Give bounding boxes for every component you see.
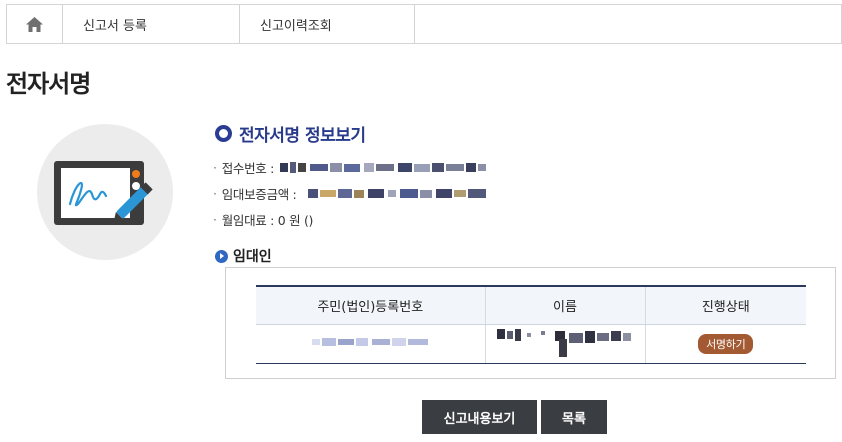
lessor-section-title: 임대인 (215, 246, 272, 266)
breadcrumb-label: 신고서 등록 (83, 18, 147, 34)
lessor-table: 주민(법인)등록번호 이름 진행상태 (256, 285, 806, 364)
name-cell (484, 324, 645, 364)
page-title: 전자서명 (6, 70, 91, 98)
status-cell: 서명하기 (644, 324, 806, 364)
home-icon (26, 16, 43, 32)
masked-receipt-number (280, 161, 487, 173)
deposit-amount-row: · 임대보증금액 : (213, 180, 487, 206)
info-section-title: 전자서명 정보보기 (215, 121, 366, 146)
registration-number-cell (256, 324, 485, 364)
column-header-status: 진행상태 (644, 285, 806, 325)
receipt-number-row: · 접수번호 : (213, 154, 487, 180)
breadcrumb-label: 신고이력조회 (260, 18, 332, 34)
breadcrumb-report-history[interactable]: 신고이력조회 (240, 5, 415, 43)
masked-name (497, 328, 631, 357)
info-list: · 접수번호 : · 임대보증금액 : (213, 154, 487, 232)
deposit-amount-label: 임대보증금액 : (221, 186, 297, 202)
lessor-label: 임대인 (233, 249, 272, 265)
dot-bullet-icon: · (213, 211, 217, 227)
ring-bullet-icon (215, 125, 232, 142)
masked-deposit-amount (308, 188, 487, 198)
column-header-name: 이름 (484, 285, 645, 325)
monthly-rent-label: 월임대료 : 0 원 () (221, 212, 314, 228)
lessor-box (225, 267, 836, 379)
info-title-label: 전자서명 정보보기 (239, 126, 366, 146)
breadcrumb-register-report[interactable]: 신고서 등록 (63, 5, 240, 43)
table-header-row: 주민(법인)등록번호 이름 진행상태 (256, 285, 806, 325)
breadcrumb: 신고서 등록 신고이력조회 (6, 4, 842, 44)
table-row: 서명하기 (256, 324, 806, 364)
dot-bullet-icon: · (213, 185, 217, 201)
column-header-registration-number: 주민(법인)등록번호 (256, 285, 485, 325)
tablet-signature-icon (54, 161, 153, 225)
monthly-rent-row: · 월임대료 : 0 원 () (213, 206, 486, 232)
play-bullet-icon (215, 249, 228, 263)
dot-bullet-icon: · (213, 159, 217, 175)
signature-illustration (37, 124, 173, 260)
masked-registration-number (312, 337, 429, 346)
home-button[interactable] (7, 5, 63, 43)
view-report-button[interactable]: 신고내용보기 (422, 400, 537, 434)
sign-status-badge[interactable]: 서명하기 (698, 333, 754, 354)
list-button[interactable]: 목록 (541, 400, 607, 434)
receipt-number-label: 접수번호 : (221, 160, 275, 176)
